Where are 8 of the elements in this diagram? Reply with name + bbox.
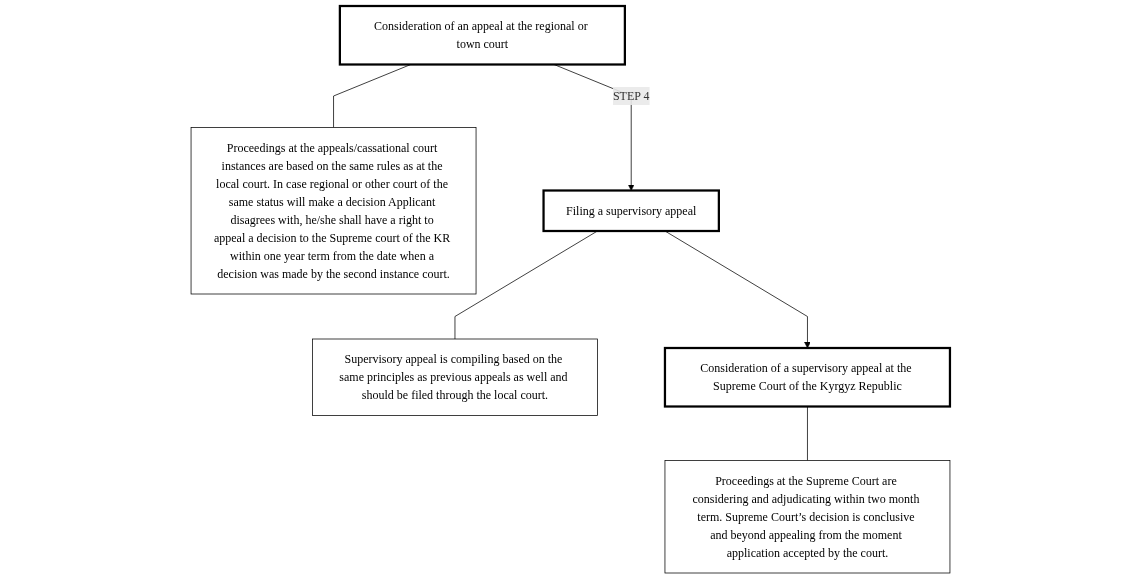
node-box: Proceedings at the Supreme Court are considering and adjudicating within two month term. Supreme Court’s decision is conclusive and beyond appealing from the moment application accepted by the court. [664,460,951,574]
node-box: Filing a supervisory appeal [542,189,720,233]
node-box: Consideration of an appeal at the regional or town court [338,4,626,66]
connector [807,406,808,461]
node-box: Consideration of a supervisory appeal at the Supreme Court of the Kyrgyz Republic [663,346,952,408]
edge-label: STEP 4 [612,89,650,102]
node-box: Proceedings at the appeals/cassational court instances are based on the same rules as at the local court. In case regional or other court of the same status will make a decision Applicant disagrees with, he/she shall have a right to appeal a decision to the Supreme court of the KR within one year term from the date when a decision was made by the second instance court. [190,127,477,295]
node-box: Supervisory appeal is compiling based on the same principles as previous appeals as well and should be filed through the local court. [312,338,598,416]
